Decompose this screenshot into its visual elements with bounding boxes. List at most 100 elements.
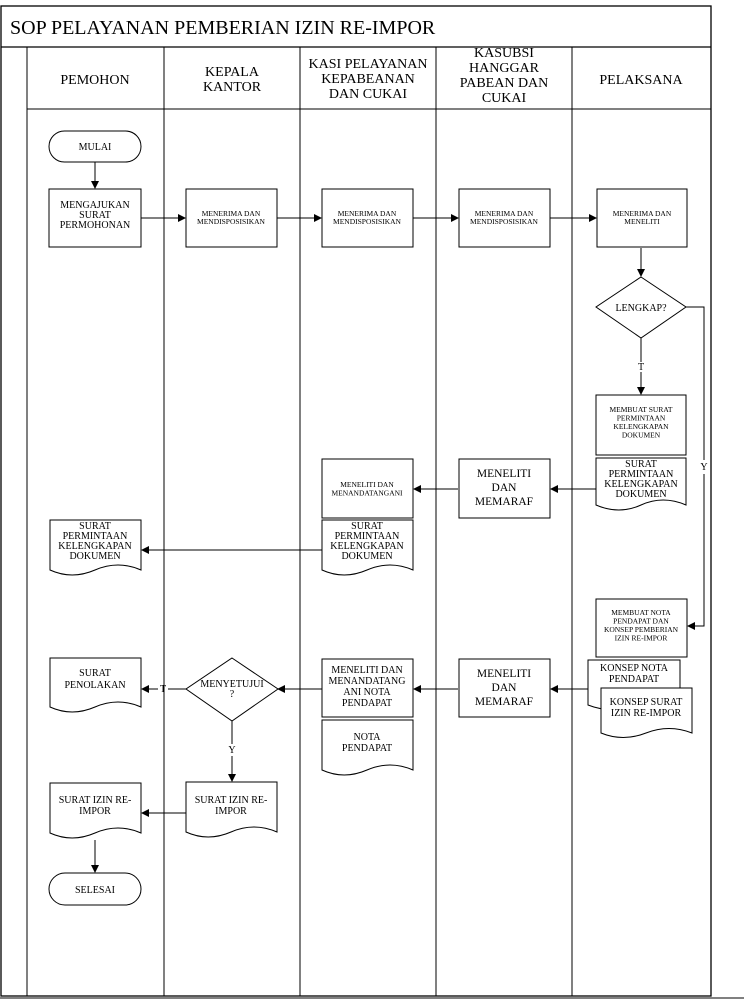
text-line: DAN CUKAI (329, 87, 408, 102)
text-line: MEMBUAT SURAT (610, 405, 673, 414)
text-line: SURAT (351, 521, 383, 532)
text-line: SURAT (79, 521, 111, 532)
text-line: MENERIMA DAN (475, 209, 534, 218)
page-title: SOP PELAYANAN PEMBERIAN IZIN RE-IMPOR (10, 17, 436, 39)
svg-text:MENYETUJUI?: MENYETUJUI? (200, 679, 263, 700)
text-line: DOKUMEN (622, 431, 661, 440)
text-line: SURAT (79, 668, 111, 679)
svg-text:SELESAI: SELESAI (75, 885, 115, 896)
text-line: PENOLAKAN (64, 680, 125, 691)
text-line: KELENGKAPAN (58, 541, 132, 552)
text-line: KEPABEANAN (321, 72, 415, 87)
text-line: IZIN RE-IMPOR (611, 708, 682, 719)
text-line: PERMOHONAN (60, 220, 131, 231)
lane-header-pelaksana: PELAKSANA (599, 73, 683, 88)
text-line: MENELITI DAN (340, 480, 394, 489)
text-line: MULAI (79, 142, 112, 153)
text-line: DOKUMEN (69, 551, 120, 562)
text-line: HANGGAR (469, 61, 540, 76)
text-line: KASI PELAYANAN (309, 57, 428, 72)
text-line: SURAT IZIN RE- (195, 795, 268, 806)
text-line: KANTOR (203, 80, 262, 95)
text-line: MEMARAF (475, 496, 533, 508)
svg-text:PELAKSANA: PELAKSANA (599, 73, 683, 88)
document-surat-izin-kepala: SURAT IZIN RE-IMPOR (185, 781, 278, 838)
svg-text:SURAT IZIN RE-IMPOR: SURAT IZIN RE-IMPOR (195, 795, 268, 817)
text-line: MENERIMA DAN (613, 209, 672, 218)
lane-header-pemohon: PEMOHON (60, 73, 129, 88)
text-line: KELENGKAPAN (604, 479, 678, 490)
text-line: PEMOHON (60, 73, 129, 88)
text-line: PERMINTAAN (335, 531, 400, 542)
text-line: PENDAPAT (342, 698, 392, 709)
text-line: KONSEP PEMBERIAN (604, 625, 679, 634)
text-line: MENERIMA DAN (338, 209, 397, 218)
label-lengkap-no: T (638, 362, 644, 373)
end-terminator: SELESAI (48, 872, 142, 906)
svg-text:LENGKAP?: LENGKAP? (615, 303, 667, 314)
start-terminator: MULAI (48, 130, 142, 163)
text-line: MENANDATANG (329, 676, 406, 687)
text-line: ANI NOTA (343, 687, 391, 698)
text-line: SURAT (625, 459, 657, 470)
text-line: PABEAN DAN (460, 76, 549, 91)
text-line: NOTA (354, 732, 382, 743)
text-line: IMPOR (215, 806, 247, 817)
label-menyetujui-yes: Y (228, 745, 235, 756)
text-line: KEPALA (205, 65, 260, 80)
text-line: MENERIMA DAN (202, 209, 261, 218)
text-line: CUKAI (482, 91, 527, 106)
text-line: DOKUMEN (341, 551, 392, 562)
text-line: DOKUMEN (615, 489, 666, 500)
text-line: PERMINTAAN (63, 531, 128, 542)
text-line: MENANDATANGANI (331, 489, 403, 498)
text-line: MENELITI (477, 468, 531, 480)
decision-lengkap: LENGKAP? (595, 276, 687, 339)
text-line: SURAT (79, 210, 111, 221)
text-line: PELAKSANA (599, 73, 683, 88)
text-line: MENELITI (624, 217, 660, 226)
svg-text:MULAI: MULAI (79, 142, 112, 153)
text-line: PENDAPAT DAN (613, 617, 669, 626)
text-line: ? (230, 689, 235, 700)
text-line: PERMINTAAN (617, 414, 666, 423)
svg-text:PEMOHON: PEMOHON (60, 73, 129, 88)
text-line: SURAT IZIN RE- (59, 795, 132, 806)
text-line: KASUBSI (474, 46, 534, 61)
text-line: KONSEP SURAT (610, 697, 683, 708)
text-line: MENELITI DAN (331, 665, 402, 676)
text-line: MEMARAF (475, 696, 533, 708)
